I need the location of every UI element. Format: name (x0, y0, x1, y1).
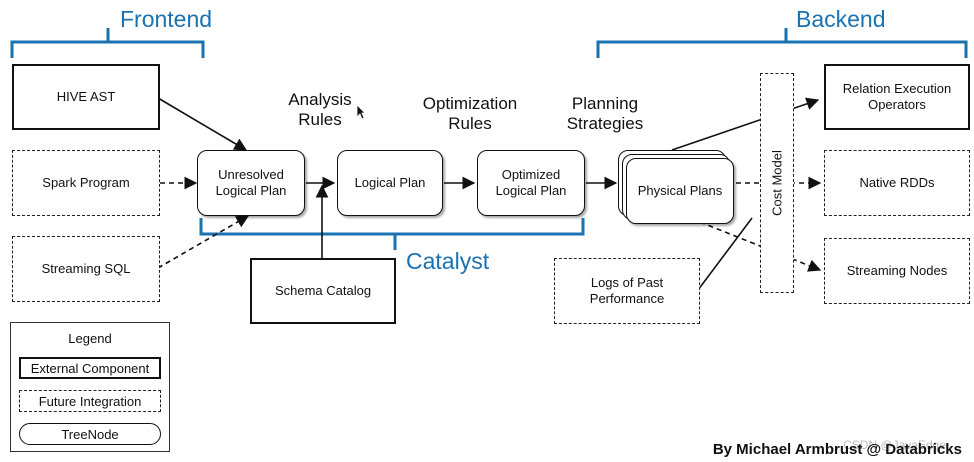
relation-execution-operators-box: Relation Execution Operators (824, 64, 970, 130)
cost-model-box: Cost Model (760, 73, 794, 293)
arrow-hive-to-unresolved (157, 97, 248, 151)
analysis-rules-label: Analysis Rules (288, 90, 352, 129)
physical-plans-node: Physical Plans (626, 158, 734, 224)
cost-model-label: Cost Model (769, 150, 785, 216)
catalyst-title: Catalyst (406, 248, 490, 274)
logical-plan-node: Logical Plan (337, 150, 443, 216)
hive-ast-box: HIVE AST (12, 64, 160, 130)
legend-title: Legend (68, 331, 112, 346)
legend-external-component: External Component (19, 357, 161, 379)
unresolved-logical-plan-node: Unresolved Logical Plan (197, 150, 305, 216)
legend-treenode: TreeNode (19, 423, 161, 445)
arrow-physical-to-relation (671, 97, 820, 151)
optimized-logical-plan-node: Optimized Logical Plan (477, 150, 585, 216)
frontend-title: Frontend (120, 6, 213, 32)
legend-panel: Legend External Component Future Integra… (10, 322, 170, 452)
schema-catalog-box: Schema Catalog (250, 258, 396, 324)
planning-strategies-label: Planning Strategies (566, 94, 644, 133)
backend-bracket (596, 28, 968, 58)
line-logs-to-physical (697, 217, 753, 291)
watermark: CSDN @JavaEdge (843, 438, 946, 452)
streaming-nodes-box: Streaming Nodes (824, 238, 970, 304)
optimization-rules-label: Optimization Rules (422, 94, 518, 133)
legend-future-integration: Future Integration (19, 390, 161, 412)
spark-program-box: Spark Program (12, 150, 160, 216)
native-rdds-box: Native RDDs (824, 150, 970, 216)
logs-past-performance-box: Logs of Past Performance (554, 258, 700, 324)
catalyst-bracket (199, 218, 585, 250)
streaming-sql-box: Streaming SQL (12, 236, 160, 302)
backend-title: Backend (796, 6, 886, 32)
frontend-bracket (10, 28, 205, 58)
author-credit: By Michael Armbrust @ Databricks (712, 441, 962, 458)
arrow-streaming-to-unresolved (157, 215, 250, 269)
mouse-cursor-icon (356, 104, 366, 120)
